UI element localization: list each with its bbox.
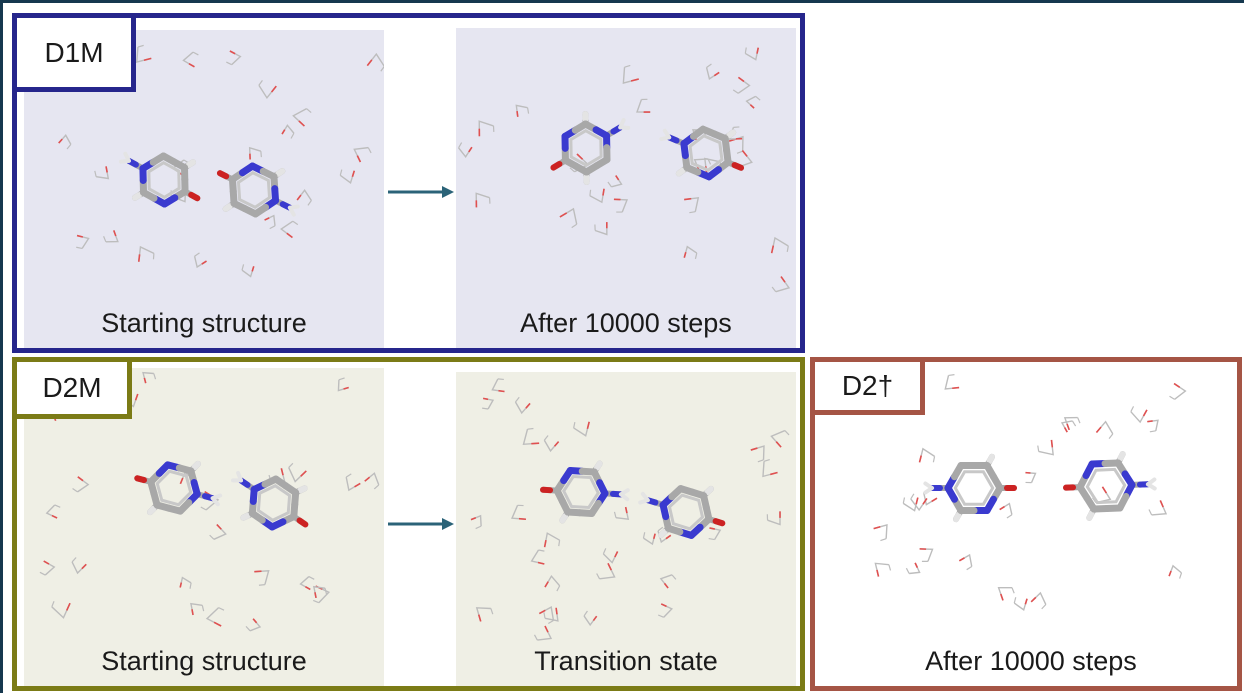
panel-background <box>836 368 1226 686</box>
arrow-right-icon <box>388 518 454 530</box>
panel-caption: Transition state <box>534 646 718 676</box>
panel-background <box>24 368 384 686</box>
molecular-view <box>836 368 1226 686</box>
cytosine-molecule <box>216 162 300 218</box>
panel-caption: Starting structure <box>101 308 307 338</box>
molecular-view <box>24 368 384 686</box>
cytosine-molecule <box>1063 451 1157 521</box>
solvent-molecules <box>458 47 791 293</box>
arrow-right-icon <box>388 186 454 198</box>
group-tag-d2m: D2M <box>12 357 132 419</box>
cytosine-molecule <box>134 460 223 516</box>
cytosine-molecule <box>230 470 309 531</box>
molecular-view <box>456 372 796 686</box>
solvent-molecules <box>470 378 790 641</box>
group-d2dagger-box <box>810 357 1242 691</box>
group-tag-d2dagger: D2† <box>810 357 925 415</box>
cytosine-molecule <box>923 453 1017 523</box>
panel-d2m-transition: Transition state <box>456 372 796 686</box>
cytosine-molecule <box>118 151 201 208</box>
group-tag-d1m: D1M <box>12 13 136 92</box>
panel-d2m-start: Starting structure <box>24 368 384 686</box>
panel-d2dagger-after: After 10000 steps <box>836 368 1226 686</box>
panel-background <box>456 372 796 686</box>
group-d2m-box <box>12 357 805 691</box>
molecular-view <box>456 28 796 348</box>
group-d1m-box <box>12 13 805 353</box>
panel-caption: Starting structure <box>101 646 307 676</box>
panel-d1m-after: After 10000 steps <box>456 28 796 348</box>
panel-background <box>456 28 796 348</box>
cytosine-molecule <box>540 460 630 524</box>
panel-caption: After 10000 steps <box>520 308 732 338</box>
solvent-molecules <box>58 44 384 278</box>
panel-caption: After 10000 steps <box>925 646 1137 676</box>
cytosine-molecule <box>659 125 745 181</box>
cytosine-molecule <box>550 111 631 185</box>
solvent-molecules <box>39 371 380 632</box>
cytosine-molecule <box>638 485 726 539</box>
